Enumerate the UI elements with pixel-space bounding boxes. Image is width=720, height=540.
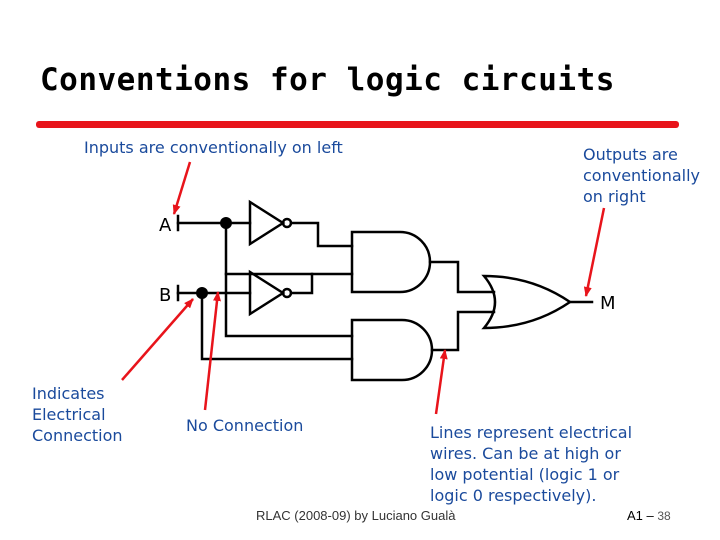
output-label-m: M xyxy=(600,293,616,314)
not-gate-2 xyxy=(248,269,286,317)
no-connection-annotation: No Connection xyxy=(186,416,304,435)
electrical-annotation-line: Connection xyxy=(32,426,123,445)
connection-dot-b xyxy=(196,287,208,299)
input-label-a: A xyxy=(159,215,172,236)
arrow-no-connection xyxy=(203,291,221,411)
electrical-connection-annotation: Indicates Electrical Connection xyxy=(32,383,123,446)
wire-and2-to-or xyxy=(430,310,496,352)
outputs-annotation-line: conventionally xyxy=(583,166,700,185)
wire-not1-to-and1 xyxy=(289,221,354,248)
arrow-outputs xyxy=(583,207,606,297)
wire-b-branch-to-and2 xyxy=(200,291,354,361)
arrow-electrical-connection xyxy=(121,298,194,381)
wires-annotation-line: logic 0 respectively). xyxy=(430,486,597,505)
outputs-annotation-line: on right xyxy=(583,187,646,206)
connection-dot-a xyxy=(220,217,232,229)
electrical-annotation-line: Electrical xyxy=(32,405,106,424)
slide-number-value: 38 xyxy=(657,509,671,523)
input-label-b: B xyxy=(159,285,172,306)
outputs-annotation-line: Outputs are xyxy=(583,145,678,164)
wires-annotation-line: Lines represent electrical xyxy=(430,423,633,442)
wire-and1-to-or xyxy=(428,260,496,294)
inputs-annotation: Inputs are conventionally on left xyxy=(84,138,343,157)
outputs-annotation: Outputs are conventionally on right xyxy=(583,144,700,207)
wires-annotation-line: wires. Can be at high or xyxy=(430,444,621,463)
slide-number-prefix: A1 – xyxy=(627,508,654,523)
slide-number: A1 – 38 xyxy=(627,508,671,523)
electrical-annotation-line: Indicates xyxy=(32,384,105,403)
and-gate-1 xyxy=(350,230,432,294)
wires-annotation-line: low potential (logic 1 or xyxy=(430,465,620,484)
not-gate-1 xyxy=(248,199,286,247)
wire-a-branch-to-and2 xyxy=(224,221,354,338)
or-gate xyxy=(481,274,573,330)
slide-title: Conventions for logic circuits xyxy=(40,62,615,98)
title-underline xyxy=(36,121,679,128)
and-gate-2 xyxy=(350,318,434,382)
wires-annotation: Lines represent electrical wires. Can be… xyxy=(430,422,632,506)
wire-not2-crossing xyxy=(224,272,314,295)
arrow-inputs xyxy=(172,161,192,215)
footer-credit: RLAC (2008-09) by Luciano Gualà xyxy=(256,508,456,523)
arrow-wires xyxy=(434,349,448,415)
